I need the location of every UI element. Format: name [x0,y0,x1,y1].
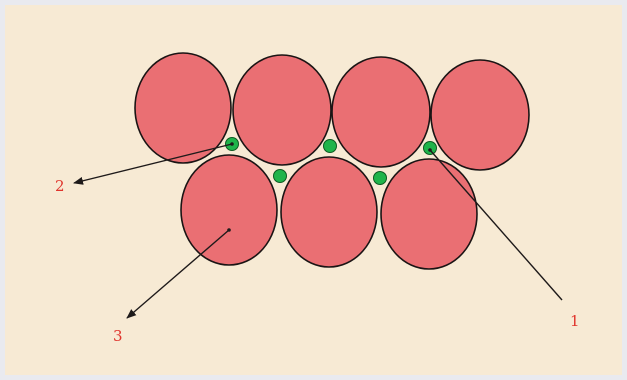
large-circle-bottom-1 [181,155,277,265]
label-2: 2 [55,177,65,195]
large-circle-top-1 [135,53,231,163]
large-circle-top-3 [332,57,430,167]
large-circle-bottom-3 [381,159,477,269]
large-circle-bottom-2 [281,157,377,267]
bottom-row [181,155,477,269]
small-circle-2 [274,170,287,183]
arrow-1-dot [428,148,432,152]
large-circle-top-4 [431,60,529,170]
small-circle-5 [424,142,437,155]
small-circle-4 [374,172,387,185]
arrow-2-dot [230,142,234,146]
large-circle-top-2 [233,55,331,165]
label-1: 1 [570,312,580,330]
label-3: 3 [113,327,123,345]
small-circle-3 [324,140,337,153]
arrow-3-dot [227,228,231,232]
